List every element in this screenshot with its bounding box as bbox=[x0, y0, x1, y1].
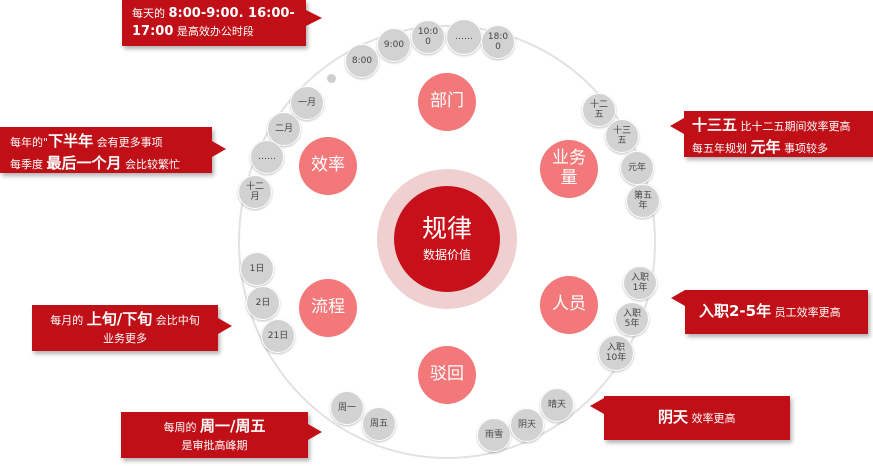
category-reject: 驳回 bbox=[418, 346, 476, 404]
note-tenure: 入职2-5年 员工效率更高 bbox=[685, 290, 868, 334]
pill-day-21: 21日 bbox=[261, 319, 295, 353]
category-process: 流程 bbox=[299, 279, 357, 337]
pill-sleet: 雨雪 bbox=[477, 418, 511, 452]
pill-fifth-year: 第五 年 bbox=[626, 184, 660, 218]
note-months: 每年的"下半年 会有更多事项 每季度 最后一个月 会比较繁忙 bbox=[0, 127, 212, 173]
pill-tenure-1: 入职 1年 bbox=[623, 266, 657, 300]
pill-13th-five-year: 十三 五 bbox=[605, 119, 639, 153]
pill-9-00: 9:00 bbox=[377, 28, 411, 62]
note-hours: 每天的 8:00-9:00. 16:00- 17:00 是高效办公时段 bbox=[122, 0, 306, 46]
pill-december: 十二 月 bbox=[238, 175, 272, 209]
pill-8-00: 8:00 bbox=[345, 44, 379, 78]
pill-time-ellipsis: …… bbox=[446, 19, 482, 55]
center-title: 规律 bbox=[421, 213, 472, 243]
center-core: 规律 数据价值 bbox=[394, 186, 500, 292]
pill-first-year: 元年 bbox=[620, 151, 654, 185]
pill-day-2: 2日 bbox=[246, 286, 280, 320]
category-efficiency: 效率 bbox=[299, 137, 357, 195]
category-business: 业务 量 bbox=[540, 140, 598, 198]
pill-12th-five-year: 十二 五 bbox=[582, 93, 616, 127]
ring-dot bbox=[327, 74, 336, 83]
pill-tenure-10: 入职 10年 bbox=[598, 335, 634, 371]
note-weekdays-tail bbox=[308, 424, 322, 440]
category-dept: 部门 bbox=[418, 73, 476, 131]
pill-day-1: 1日 bbox=[240, 252, 274, 286]
pill-month-ellipsis: …… bbox=[250, 140, 284, 174]
note-weekdays: 每周的 周一/周五 是审批高峰期 bbox=[121, 412, 308, 458]
note-plan: 十三五 比十二五期间效率更高 每五年规划 元年 事项较多 bbox=[684, 111, 873, 157]
note-hours-tail bbox=[306, 10, 322, 26]
note-plan-tail bbox=[670, 118, 684, 134]
pill-10-00: 10:0 0 bbox=[411, 20, 445, 54]
note-weather: 阴天 效率更高 bbox=[604, 396, 790, 440]
pill-friday: 周五 bbox=[362, 407, 396, 441]
note-months-tail bbox=[212, 141, 226, 157]
pill-monday: 周一 bbox=[330, 391, 364, 425]
center-subtitle: 数据价值 bbox=[422, 248, 471, 263]
pill-cloudy: 阴天 bbox=[510, 408, 544, 442]
category-personnel: 人员 bbox=[540, 276, 598, 334]
pill-18-00: 18:0 0 bbox=[481, 25, 515, 59]
note-tenure-tail bbox=[671, 290, 685, 306]
note-days-tail bbox=[218, 318, 232, 334]
note-weather-tail bbox=[590, 398, 604, 414]
pill-sunny: 晴天 bbox=[540, 388, 574, 422]
pill-january: 一月 bbox=[290, 86, 324, 120]
note-days: 每月的 上旬/下旬 会比中旬 业务更多 bbox=[32, 305, 218, 351]
pill-tenure-5: 入职 5年 bbox=[615, 302, 649, 336]
